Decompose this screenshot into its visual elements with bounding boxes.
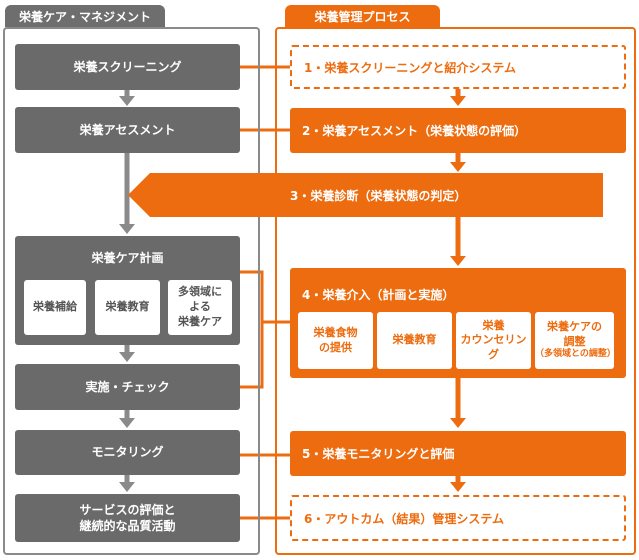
assessment-box: 栄養アセスメント [15, 107, 240, 153]
intervention-food-provision: 栄養食物 の提供 [298, 312, 373, 369]
right-panel-title: 栄養管理プロセス [285, 5, 440, 27]
evaluation-box: サービスの評価と 継続的な品質活動 [15, 494, 240, 542]
intervention-education: 栄養教育 [377, 312, 452, 369]
arrow-step3-to-step4 [450, 256, 466, 266]
step2-box: 2・栄養アセスメント（栄養状態の評価） [290, 108, 626, 153]
intervention-counseling: 栄養 カウンセリング [456, 312, 531, 369]
screening-box: 栄養スクリーニング [15, 44, 240, 90]
implementation-box: 実施・チェック [15, 364, 240, 410]
care-item-multidisciplinary: 多領域に よる 栄養ケア [168, 280, 232, 335]
step5-box: 5・栄養モニタリングと評価 [290, 431, 626, 476]
care-plan-box: 栄養ケア計画 栄養補給 栄養教育 多領域に よる 栄養ケア [15, 236, 240, 345]
intervention-coordination: 栄養ケアの 調整 （多領域との調整） [535, 312, 616, 369]
arrow-step5-to-step6 [450, 482, 466, 492]
left-panel [3, 27, 260, 555]
care-item-nutrition-supply: 栄養補給 [24, 280, 86, 335]
arrow-step1-to-step2 [450, 96, 466, 106]
step6-box: 6・アウトカム（結果）管理システム [290, 495, 626, 541]
step1-box: 1・栄養スクリーニングと紹介システム [290, 45, 626, 89]
step3-label: 3・栄養診断（栄養状態の判定） [290, 188, 467, 203]
step4-title: 4・栄養介入（計画と実施） [302, 288, 455, 302]
left-panel-title: 栄養ケア・マネジメント [5, 5, 165, 27]
arrow-step2-to-step3 [450, 162, 466, 172]
arrow-step4-to-step5 [450, 418, 466, 428]
right-panel [275, 27, 636, 555]
care-item-nutrition-education: 栄養教育 [95, 280, 160, 335]
care-plan-title: 栄養ケア計画 [91, 251, 164, 265]
bracket-careplan-implementation [240, 270, 264, 389]
step4-box: 4・栄養介入（計画と実施） 栄養食物 の提供 栄養教育 栄養 カウンセリング 栄… [290, 268, 626, 378]
monitoring-box: モニタリング [15, 430, 240, 475]
